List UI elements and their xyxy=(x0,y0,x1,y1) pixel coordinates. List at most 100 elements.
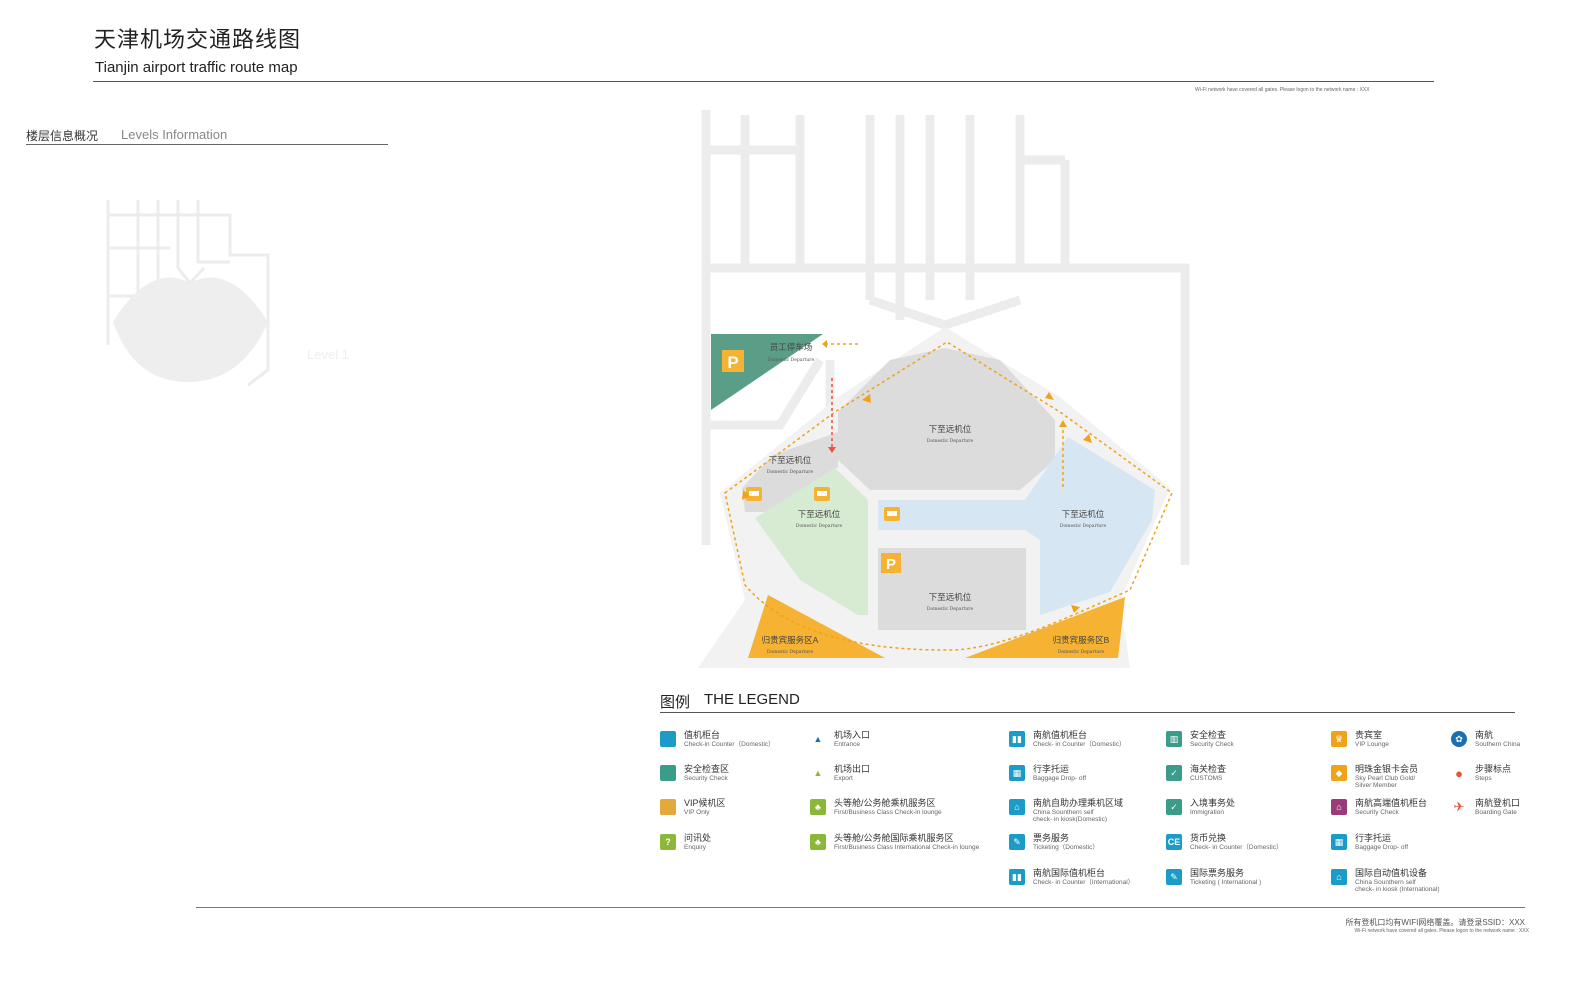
intl-kiosk-icon: ⌂ xyxy=(1331,869,1347,885)
legend-title-cn: 图例 xyxy=(660,694,691,711)
remote-green-sublabel: Domestic Departure xyxy=(796,523,843,529)
level-label[interactable]: Level 1 xyxy=(307,347,349,362)
terminal-parking-glyph: P xyxy=(886,556,896,573)
immigration-icon: ✓ xyxy=(1166,799,1182,815)
staff-parking-icon xyxy=(722,350,744,372)
legend-label-cn: 机场出口 xyxy=(834,764,871,774)
legend-label-cn: 南航自助办理乘机区域 xyxy=(1033,798,1124,808)
vip-zone-a[interactable] xyxy=(748,595,885,658)
staff-parking-glyph: P xyxy=(727,353,738,372)
pearl-icon: ◆ xyxy=(1331,765,1347,781)
levels-title-en: Levels Information xyxy=(121,127,228,142)
question-icon: ? xyxy=(660,834,676,850)
vip-b-label: 归贵宾服务区B xyxy=(1053,635,1110,645)
legend-label-en: VIP Lounge xyxy=(1355,741,1389,748)
footer-note-en: Wi-Fi network have covered all gates. Pl… xyxy=(1354,928,1529,934)
legend-label-en: Export xyxy=(834,775,853,782)
remote-left-zone[interactable] xyxy=(742,432,838,512)
legend-label-en: Immigration xyxy=(1190,809,1224,816)
legend-label-en: Security Check xyxy=(1355,809,1399,816)
counter-icon: ▮▮ xyxy=(1009,731,1025,747)
legend-label-en: First/Business Class Check-in lounge xyxy=(834,809,942,816)
terminal-parking-icon xyxy=(881,553,901,573)
intl-counter-icon: ▮▮ xyxy=(1009,869,1025,885)
remote-green-label: 下至远机位 xyxy=(798,509,841,519)
legend-label-en: China Sounthern self check- in kiosk (In… xyxy=(1355,879,1440,894)
intl-lounge-icon: ♣ xyxy=(810,834,826,850)
remote-green-zone[interactable] xyxy=(755,468,868,615)
remote-bottom-zone[interactable] xyxy=(878,548,1026,630)
footer-divider xyxy=(196,907,1525,908)
customs-icon: ✓ xyxy=(1166,765,1182,781)
staff-parking-sublabel: Domestic Departure xyxy=(768,357,815,363)
remote-blue-zone[interactable] xyxy=(878,437,1155,615)
kiosk-icon: ⌂ xyxy=(1009,799,1025,815)
vip-a-label: 归贵宾服务区A xyxy=(762,635,819,645)
remote-left-label: 下至远机位 xyxy=(769,455,812,465)
legend-label-cn: 安全检查 xyxy=(1190,730,1227,740)
vip-a-sublabel: Domestic Departure xyxy=(767,649,814,655)
legend-label-en: Enquiry xyxy=(684,844,707,851)
legend-label-en: Security Check xyxy=(1190,741,1234,748)
footer-note-cn: 所有登机口均有WIFI网络覆盖。请登录SSID：XXX xyxy=(1345,918,1525,927)
remote-top-zone[interactable] xyxy=(838,348,1055,490)
remote-bottom-sublabel: Domestic Departure xyxy=(927,606,974,612)
staff-parking-label: 员工停车场 xyxy=(770,342,813,352)
arrow-icon xyxy=(1059,420,1067,427)
arrow-icon xyxy=(1071,605,1080,613)
legend-label-cn: 头等舱/公务舱乘机服务区 xyxy=(834,798,936,808)
legend-divider xyxy=(660,712,1515,713)
legend-label-en: Security Check xyxy=(684,775,728,782)
legend-label-cn: 海关检查 xyxy=(1190,764,1227,774)
page-title-cn: 天津机场交通路线图 xyxy=(94,27,302,52)
intl-ticket-icon: ✎ xyxy=(1166,869,1182,885)
legend-label-cn: 行李托运 xyxy=(1033,764,1070,774)
bus-icon xyxy=(814,487,830,501)
levels-divider xyxy=(26,144,388,145)
legend-label-en: Steps xyxy=(1475,775,1492,782)
legend-label-en: CUSTOMS xyxy=(1190,775,1223,782)
legend-label-en: China Sounthern self check- in kiosk(Dom… xyxy=(1033,809,1108,824)
legend-label-cn: 南航高端值机柜台 xyxy=(1355,798,1428,808)
legend-label-cn: 南航 xyxy=(1475,730,1494,740)
main-route-loop xyxy=(724,341,1173,651)
legend-label-en: Southern China xyxy=(1475,741,1521,748)
legend-label-cn: 国际票务服务 xyxy=(1190,868,1245,878)
legend-label-en: First/Business Class International Check… xyxy=(834,844,980,851)
entrance-icon: ▲ xyxy=(813,734,823,744)
vip-zone-b[interactable] xyxy=(965,597,1125,658)
shuttle-icon xyxy=(884,507,900,521)
exit-icon: ▲ xyxy=(813,768,823,778)
